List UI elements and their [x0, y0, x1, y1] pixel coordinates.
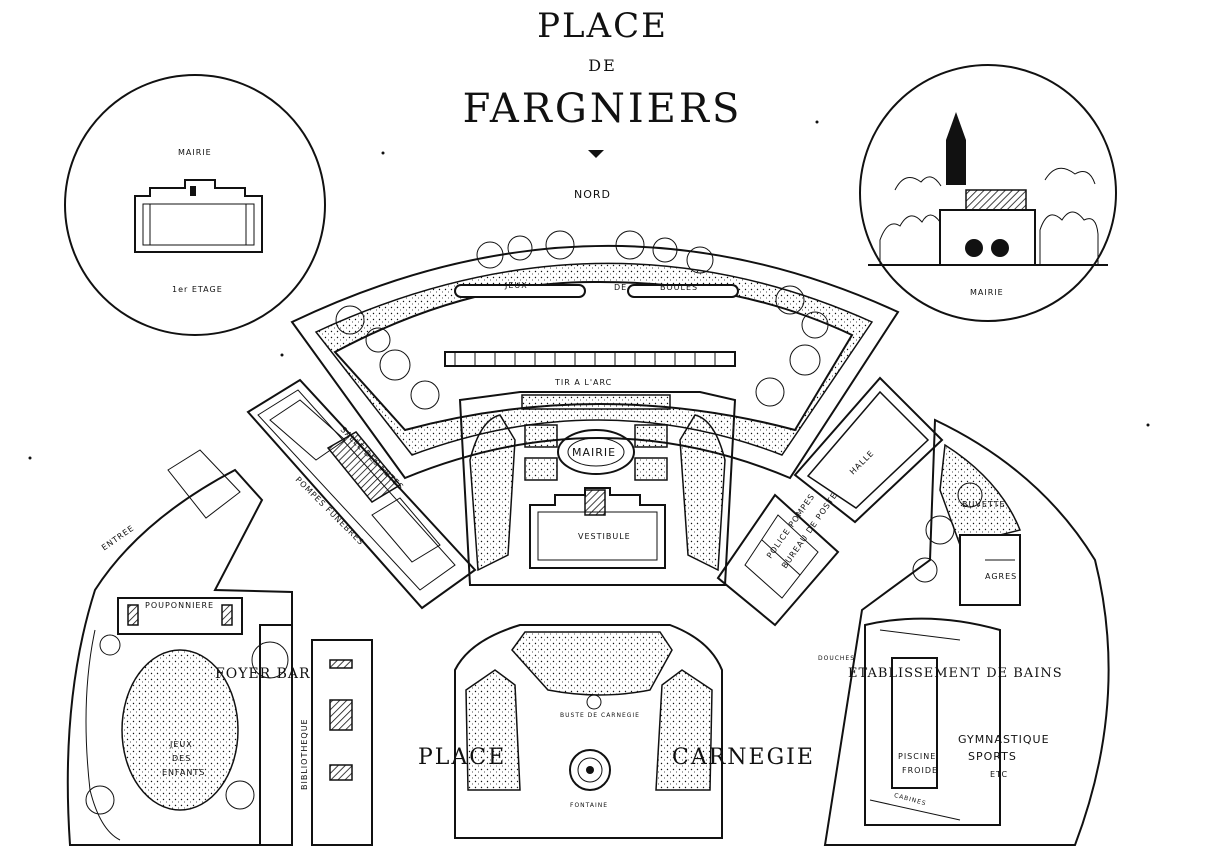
- place-carnegie-block: [454, 624, 723, 839]
- title-de: DE: [588, 56, 617, 75]
- title-place: PLACE: [537, 6, 668, 46]
- label-agres: AGRES: [985, 572, 1018, 581]
- label-place: PLACE: [418, 745, 507, 770]
- label-douches: DOUCHES: [818, 655, 856, 662]
- label-vestibule: VESTIBULE: [578, 532, 631, 541]
- right-sector: [823, 418, 1110, 846]
- label-sports: SPORTS: [968, 750, 1017, 763]
- title-fargniers: FARGNIERS: [462, 86, 743, 132]
- label-foyer-bar: FOYER BAR: [215, 666, 311, 682]
- compass-label: NORD: [574, 188, 611, 201]
- label-froide: FROIDE: [902, 766, 939, 775]
- police-poste-block: [716, 493, 840, 627]
- label-etablissement-bains: ETABLISSEMENT DE BAINS: [848, 666, 1063, 681]
- halle-block: [793, 376, 944, 524]
- mairie-block: [458, 391, 737, 586]
- inset-left-title: MAIRIE: [178, 148, 212, 157]
- label-pouponniere: POUPONNIERE: [145, 601, 215, 610]
- inset-mairie-floorplan: [64, 74, 326, 336]
- central-park-block: [290, 230, 900, 480]
- label-bibliotheque: BIBLIOTHEQUE: [300, 718, 309, 790]
- label-jeux-enfants-3: ENFANTS: [162, 768, 206, 777]
- label-gymnastique: GYMNASTIQUE: [958, 733, 1050, 746]
- label-boules: BOULES: [660, 283, 699, 292]
- label-jeux: JEUX: [505, 281, 528, 290]
- label-piscine: PISCINE: [898, 752, 937, 761]
- speckle-marks: [28, 120, 1150, 460]
- label-etc: ETC: [990, 770, 1009, 779]
- label-buste: BUSTE DE CARNEGIE: [560, 712, 640, 719]
- inset-mairie-elevation: [859, 64, 1117, 322]
- inset-right-caption: MAIRIE: [970, 288, 1004, 297]
- north-arrow-icon: [588, 150, 604, 158]
- label-mairie: MAIRIE: [572, 446, 617, 459]
- salle-des-fetes-block: [246, 378, 477, 610]
- label-jeux-enfants-2: DES: [172, 754, 192, 763]
- label-buvette: BUVETTE: [962, 500, 1006, 509]
- label-jeux-enfants-1: JEUX: [170, 740, 193, 749]
- label-carnegie: CARNEGIE: [672, 745, 815, 770]
- left-sector: [66, 449, 373, 846]
- label-tir-arc: TIR A L'ARC: [555, 378, 613, 387]
- label-fontaine: FONTAINE: [570, 802, 609, 809]
- inset-left-caption: 1er ETAGE: [172, 285, 223, 294]
- label-de: DE: [614, 283, 628, 292]
